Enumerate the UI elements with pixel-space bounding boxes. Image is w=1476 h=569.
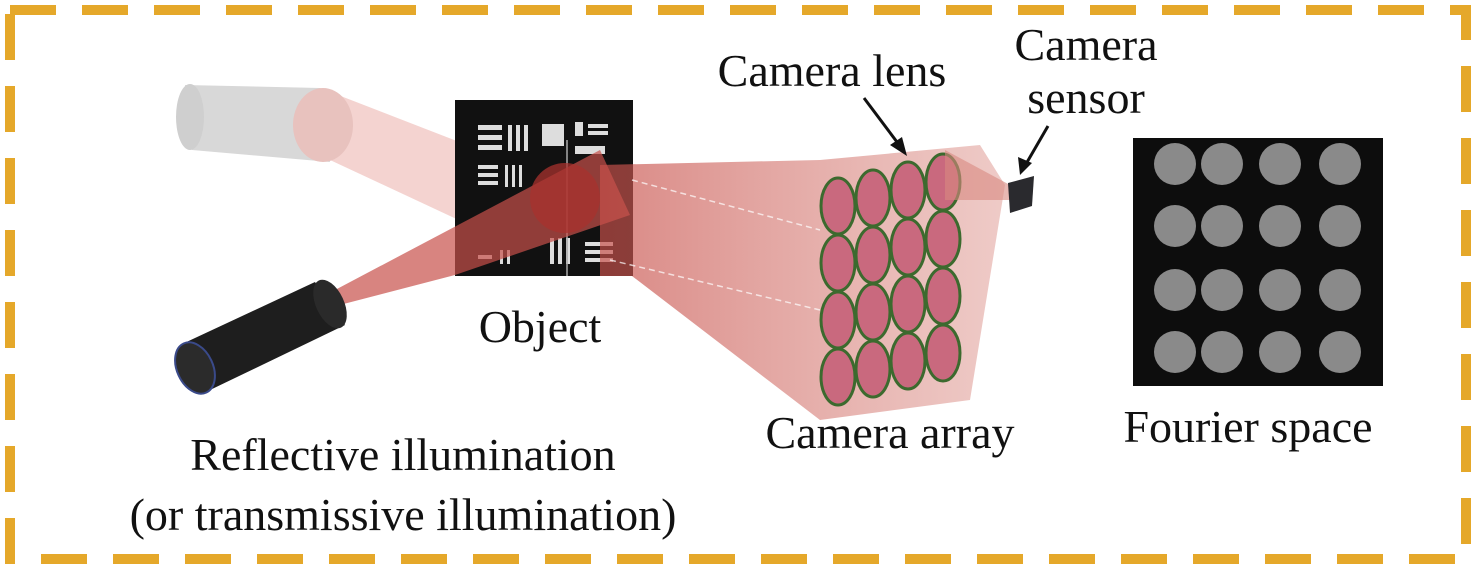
fourier-aperture xyxy=(1154,143,1196,185)
transmissive-light-source xyxy=(176,84,480,230)
camera-sensor-arrow xyxy=(1024,125,1050,165)
illumination-beam xyxy=(205,150,630,340)
camera-lens xyxy=(889,331,927,391)
illumination-label-line2: (or transmissive illumination) xyxy=(130,489,677,540)
fourier-aperture xyxy=(1201,143,1243,185)
camera-lens xyxy=(924,266,962,326)
camera-lens xyxy=(819,290,857,350)
fourier-aperture xyxy=(1259,331,1301,373)
fourier-space-label: Fourier space xyxy=(1123,401,1372,452)
camera-lens xyxy=(854,282,892,342)
fourier-aperture xyxy=(1319,205,1361,247)
fourier-space-apertures xyxy=(1154,143,1361,373)
fourier-aperture xyxy=(1201,269,1243,311)
fourier-aperture xyxy=(1201,331,1243,373)
camera-lens xyxy=(924,323,962,383)
camera-lens xyxy=(889,160,927,220)
fourier-aperture xyxy=(1154,205,1196,247)
camera-lens xyxy=(854,339,892,399)
fourier-aperture xyxy=(1259,143,1301,185)
camera-lens xyxy=(924,209,962,269)
fourier-aperture xyxy=(1319,143,1361,185)
fourier-aperture xyxy=(1154,269,1196,311)
camera-lens xyxy=(819,233,857,293)
camera-lens xyxy=(854,168,892,228)
camera-lens xyxy=(854,225,892,285)
fourier-aperture xyxy=(1201,205,1243,247)
object-label: Object xyxy=(479,301,602,352)
camera-sensor xyxy=(1008,176,1034,213)
camera-sensor-label-line1: Camera xyxy=(1014,19,1157,70)
camera-lens xyxy=(889,274,927,334)
illumination-spot xyxy=(530,163,600,233)
reflective-light-source xyxy=(174,279,347,395)
fourier-aperture xyxy=(1259,205,1301,247)
illumination-label-line1: Reflective illumination xyxy=(190,429,615,480)
camera-lens xyxy=(819,176,857,236)
dashed-border xyxy=(5,5,1471,564)
light-beam-faint xyxy=(320,88,480,230)
camera-sensor-label-line2: sensor xyxy=(1027,72,1145,123)
fourier-aperture xyxy=(1259,269,1301,311)
camera-array xyxy=(819,152,962,407)
camera-lens-arrow xyxy=(862,97,902,147)
fourier-aperture xyxy=(1154,331,1196,373)
camera-lens xyxy=(819,347,857,407)
camera-lens xyxy=(889,217,927,277)
pointer-arrows xyxy=(862,97,1050,175)
fourier-aperture xyxy=(1319,269,1361,311)
camera-array-label: Camera array xyxy=(765,407,1014,458)
fourier-aperture xyxy=(1319,331,1361,373)
sensor-beam xyxy=(945,150,1015,200)
camera-lens-label: Camera lens xyxy=(718,45,947,96)
